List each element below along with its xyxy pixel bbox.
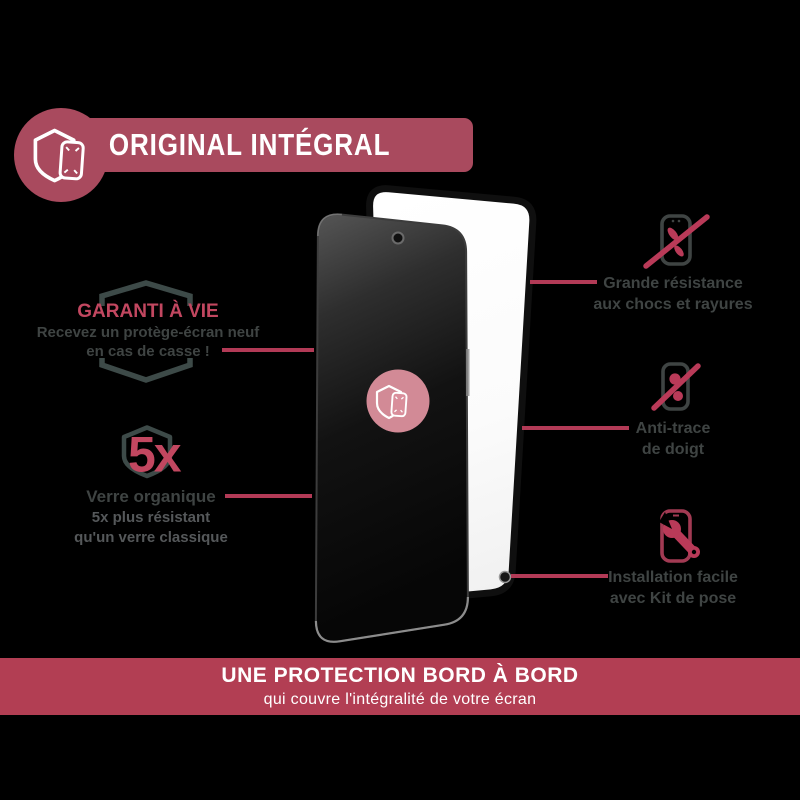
impact-scratch-resistance-icon	[643, 214, 710, 269]
easy-install-text: Installation facile avec Kit de pose	[563, 567, 783, 609]
anti-fingerprint-text: Anti-trace de doigt	[563, 418, 783, 460]
connector-line-warranty	[222, 348, 314, 352]
footer-band: UNE PROTECTION BORD À BORD qui couvre l'…	[0, 658, 800, 715]
footer-title: UNE PROTECTION BORD À BORD	[221, 664, 579, 687]
anti-fingerprint-icon	[651, 362, 701, 411]
warranty-line-2: en cas de casse !	[86, 343, 210, 360]
impact-resistance-line-2: aux chocs et rayures	[593, 296, 753, 313]
brand-logo-badge	[366, 369, 430, 433]
protector-camera-hole	[498, 570, 512, 584]
lifetime-warranty-shield-icon	[99, 280, 193, 383]
easy-install-line-2: avec Kit de pose	[609, 590, 737, 607]
easy-install-kit-icon	[659, 509, 700, 563]
phone-top-frame-highlight	[317, 213, 342, 237]
connector-line-easy-install	[511, 574, 608, 578]
anti-fingerprint-line-2: de doigt	[641, 441, 705, 458]
five-x-badge: 5x	[128, 427, 182, 483]
impact-resistance-text: Grande résistance aux chocs et rayures	[563, 273, 783, 315]
five-times-shield-icon: 5x	[121, 425, 184, 483]
connector-line-anti-fingerprint	[522, 426, 629, 430]
phone-camera-hole	[391, 231, 405, 245]
product-title: ORIGINAL INTÉGRAL	[108, 127, 391, 162]
product-title-band: ORIGINAL INTÉGRAL	[61, 118, 473, 172]
anti-fingerprint-line-1: Anti-trace	[635, 420, 711, 437]
impact-resistance-line-1: Grande résistance	[603, 275, 743, 292]
organic-glass-line-1: 5x plus résistant	[91, 509, 211, 526]
phone-bottom-frame-highlight	[314, 596, 470, 643]
connector-line-organic-glass	[225, 494, 312, 498]
easy-install-line-1: Installation facile	[608, 569, 738, 586]
connector-line-resistance	[530, 280, 597, 284]
shield-screen-protector-icon	[33, 128, 85, 183]
warranty-title: GARANTI À VIE	[77, 301, 219, 322]
footer-subtitle: qui couvre l'intégralité de votre écran	[263, 691, 537, 708]
phone-side-button	[466, 349, 470, 396]
organic-glass-title: Verre organique	[86, 487, 216, 506]
warranty-line-1: Recevez un protège-écran neuf	[36, 324, 260, 341]
organic-glass-line-2: qu'un verre classique	[74, 529, 228, 546]
